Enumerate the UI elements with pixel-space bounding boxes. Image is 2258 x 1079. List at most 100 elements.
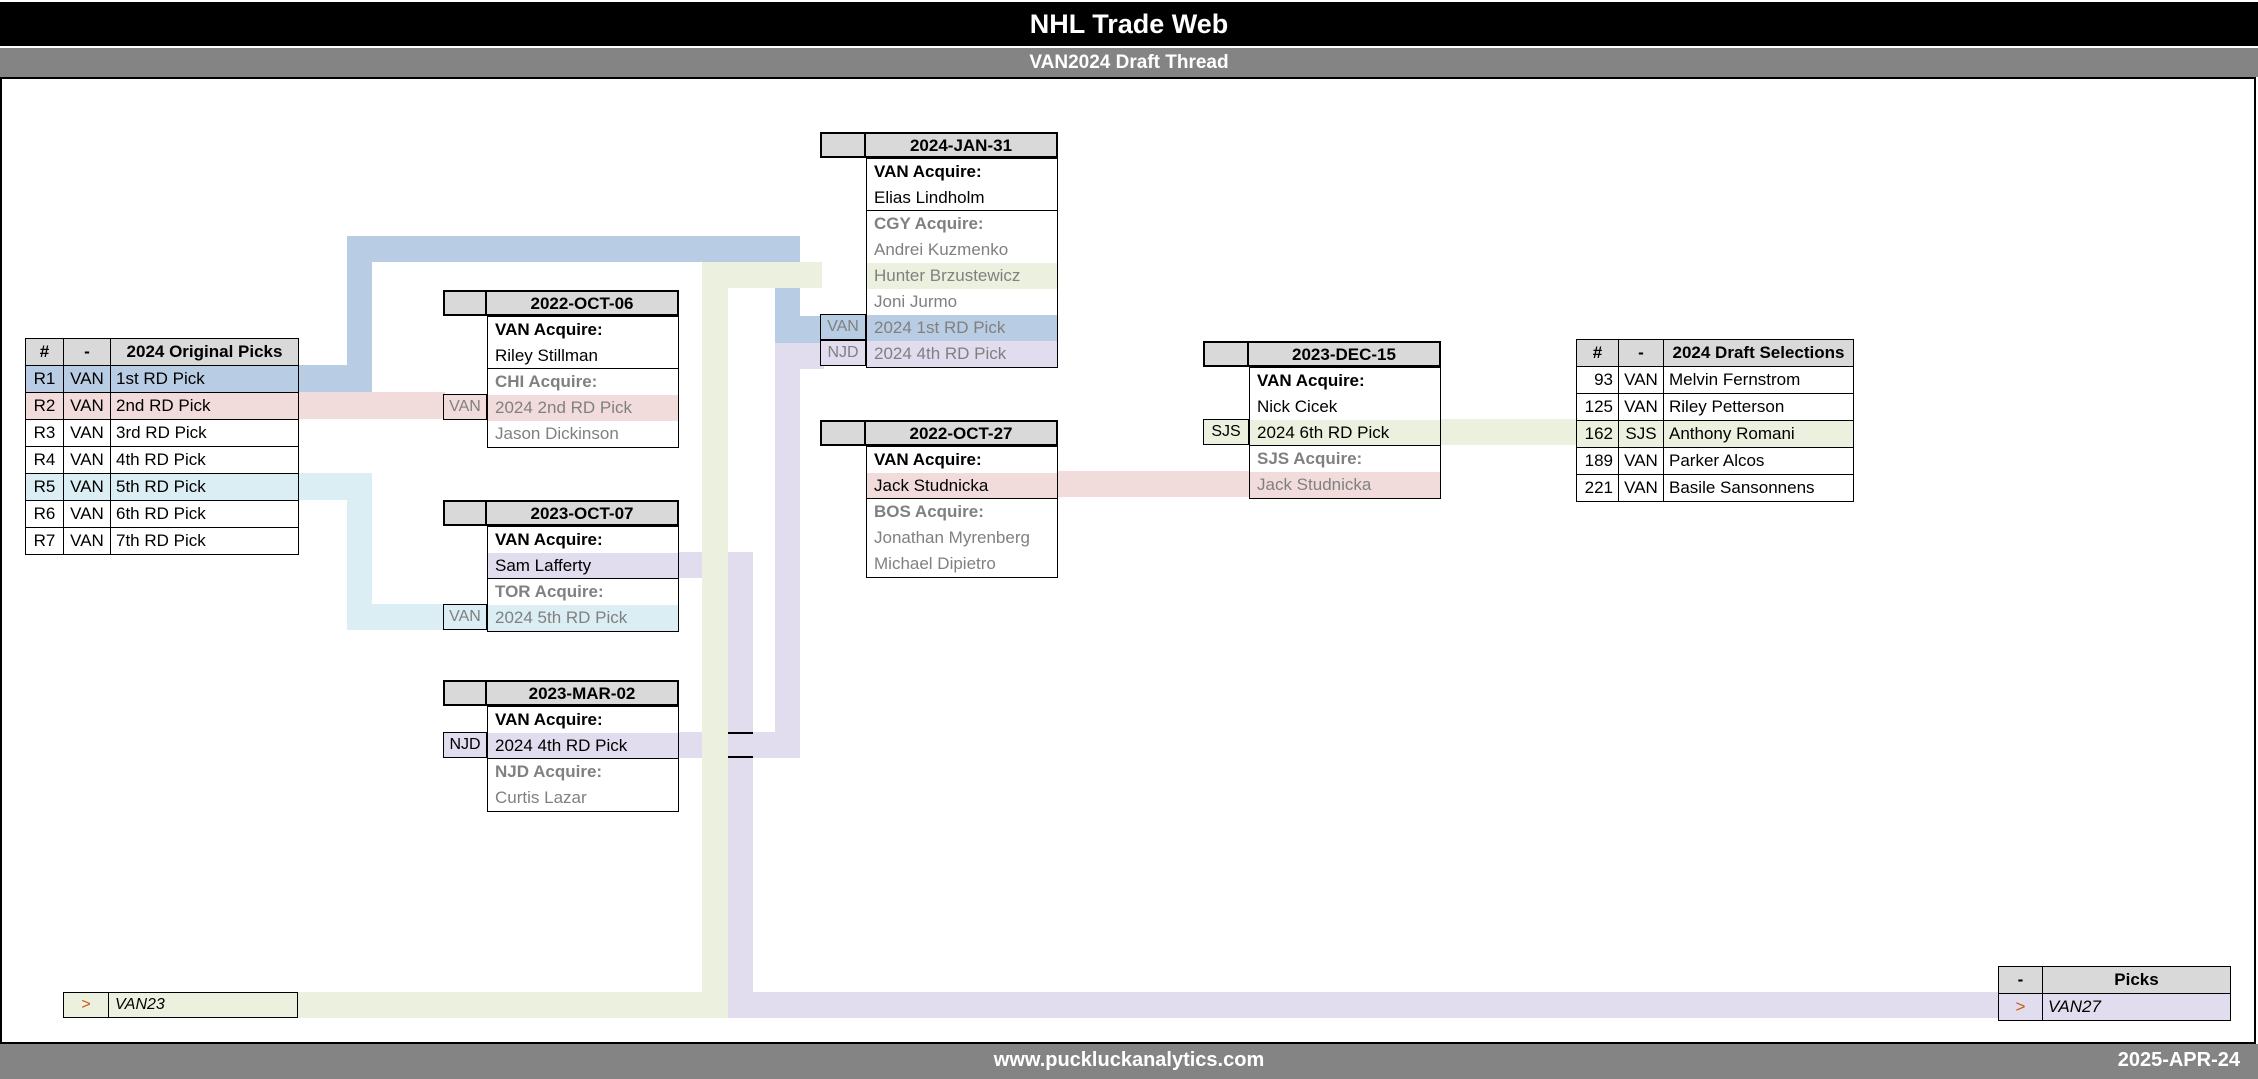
trade-date: 2022-OCT-06 xyxy=(487,290,679,316)
col-picks: Picks xyxy=(2042,966,2231,994)
draft-selections-header: # - 2024 Draft Selections xyxy=(1576,339,1854,367)
van27-label: VAN27 xyxy=(2042,993,2231,1021)
connector-brzustewicz-vertical xyxy=(702,262,728,1018)
selection-number: 221 xyxy=(1576,474,1619,502)
trade-row: Nick Cicek xyxy=(1257,397,1338,416)
van23-pick-box: > VAN23 xyxy=(63,992,298,1018)
trade-row: Jack Studnicka xyxy=(1250,472,1440,498)
trade-row: Jack Studnicka xyxy=(867,473,1057,499)
pick-label: 2nd RD Pick xyxy=(110,392,299,420)
connector-to-van27 xyxy=(728,992,1998,1018)
van23-label: VAN23 xyxy=(108,992,298,1018)
trade-date: 2023-DEC-15 xyxy=(1249,341,1441,367)
trade-row: Hunter Brzustewicz xyxy=(867,263,1057,289)
trade-row: VAN Acquire: xyxy=(495,530,603,549)
connector-lafferty-vertical xyxy=(728,552,753,1018)
trade-row: VAN Acquire: xyxy=(495,710,603,729)
trade-row: VAN Acquire: xyxy=(874,450,982,469)
connector-r1-horizontal xyxy=(347,236,800,262)
selection-player: Anthony Romani xyxy=(1663,420,1854,448)
selection-number: 189 xyxy=(1576,447,1619,475)
trade-box-corner-cell xyxy=(820,420,866,446)
trade-side-team: VAN xyxy=(443,604,487,630)
trade-date: 2023-OCT-07 xyxy=(487,500,679,526)
trade-row: VAN Acquire: xyxy=(874,162,982,181)
content-frame xyxy=(0,77,2256,1044)
col-title: 2024 Draft Selections xyxy=(1663,339,1854,367)
connector-to-van23 xyxy=(296,992,728,1018)
pick-team: VAN xyxy=(63,446,111,474)
pick-round: R3 xyxy=(25,419,64,447)
original-picks-header: # - 2024 Original Picks xyxy=(25,338,299,366)
trade-row: CHI Acquire: xyxy=(495,372,598,391)
trade-box-corner-cell xyxy=(443,500,487,526)
trade-row: 2024 4th RD Pick xyxy=(488,733,678,759)
trade-side-team: NJD xyxy=(443,732,487,758)
trade-box-corner-cell xyxy=(1203,341,1249,367)
trade-row: VAN Acquire: xyxy=(1257,371,1365,390)
trade-row: Sam Lafferty xyxy=(488,553,678,579)
pick-label: 7th RD Pick xyxy=(110,527,299,555)
trade-row: Jonathan Myrenberg xyxy=(874,528,1030,547)
trade-row: Elias Lindholm xyxy=(867,185,1057,211)
trade-date: 2023-MAR-02 xyxy=(487,680,679,706)
pick-team: VAN xyxy=(63,419,111,447)
future-picks-table: - Picks > VAN27 xyxy=(1998,966,2231,1021)
selection-number: 93 xyxy=(1576,366,1619,394)
pick-round: R1 xyxy=(25,365,64,393)
trade-date: 2024-JAN-31 xyxy=(866,132,1058,158)
selection-team: VAN xyxy=(1618,366,1664,394)
connector-r5-to-oct07 xyxy=(347,604,445,630)
selection-number: 162 xyxy=(1576,420,1619,448)
col-number: # xyxy=(1576,339,1619,367)
pick-team: VAN xyxy=(63,473,111,501)
trade-row: Andrei Kuzmenko xyxy=(874,240,1009,259)
selection-player: Riley Petterson xyxy=(1663,393,1854,421)
pick-label: 4th RD Pick xyxy=(110,446,299,474)
col-team: - xyxy=(63,338,111,366)
van27-row: > VAN27 xyxy=(1998,993,2231,1021)
trade-date: 2022-OCT-27 xyxy=(866,420,1058,446)
pick-label: 6th RD Pick xyxy=(110,500,299,528)
selection-player: Parker Alcos xyxy=(1663,447,1854,475)
selection-team: VAN xyxy=(1618,447,1664,475)
trade-row: NJD Acquire: xyxy=(495,762,603,781)
trade-row: Joni Jurmo xyxy=(874,292,958,311)
page-subtitle: VAN2024 Draft Thread xyxy=(0,48,2258,77)
trade-row: 2024 5th RD Pick xyxy=(488,605,678,631)
connector-r1-drop xyxy=(775,236,800,343)
selection-team: VAN xyxy=(1618,393,1664,421)
selection-team: SJS xyxy=(1618,420,1664,448)
trade-box-corner-cell xyxy=(443,290,487,316)
trade-row: Riley Stillman xyxy=(488,343,678,369)
trade-row: Michael Dipietro xyxy=(874,554,996,573)
trade-row: SJS Acquire: xyxy=(1257,449,1363,468)
pick-round: R5 xyxy=(25,473,64,501)
pick-round: R2 xyxy=(25,392,64,420)
trade-row: CGY Acquire: xyxy=(874,214,984,233)
col-title: 2024 Original Picks xyxy=(110,338,299,366)
connector-sjs-pick-to-selection xyxy=(1439,419,1578,445)
trade-row: 2024 6th RD Pick xyxy=(1250,420,1440,446)
pick-label: 5th RD Pick xyxy=(110,473,299,501)
selection-team: VAN xyxy=(1618,474,1664,502)
trade-side-team: NJD xyxy=(820,340,866,366)
pick-label: 1st RD Pick xyxy=(110,365,299,393)
